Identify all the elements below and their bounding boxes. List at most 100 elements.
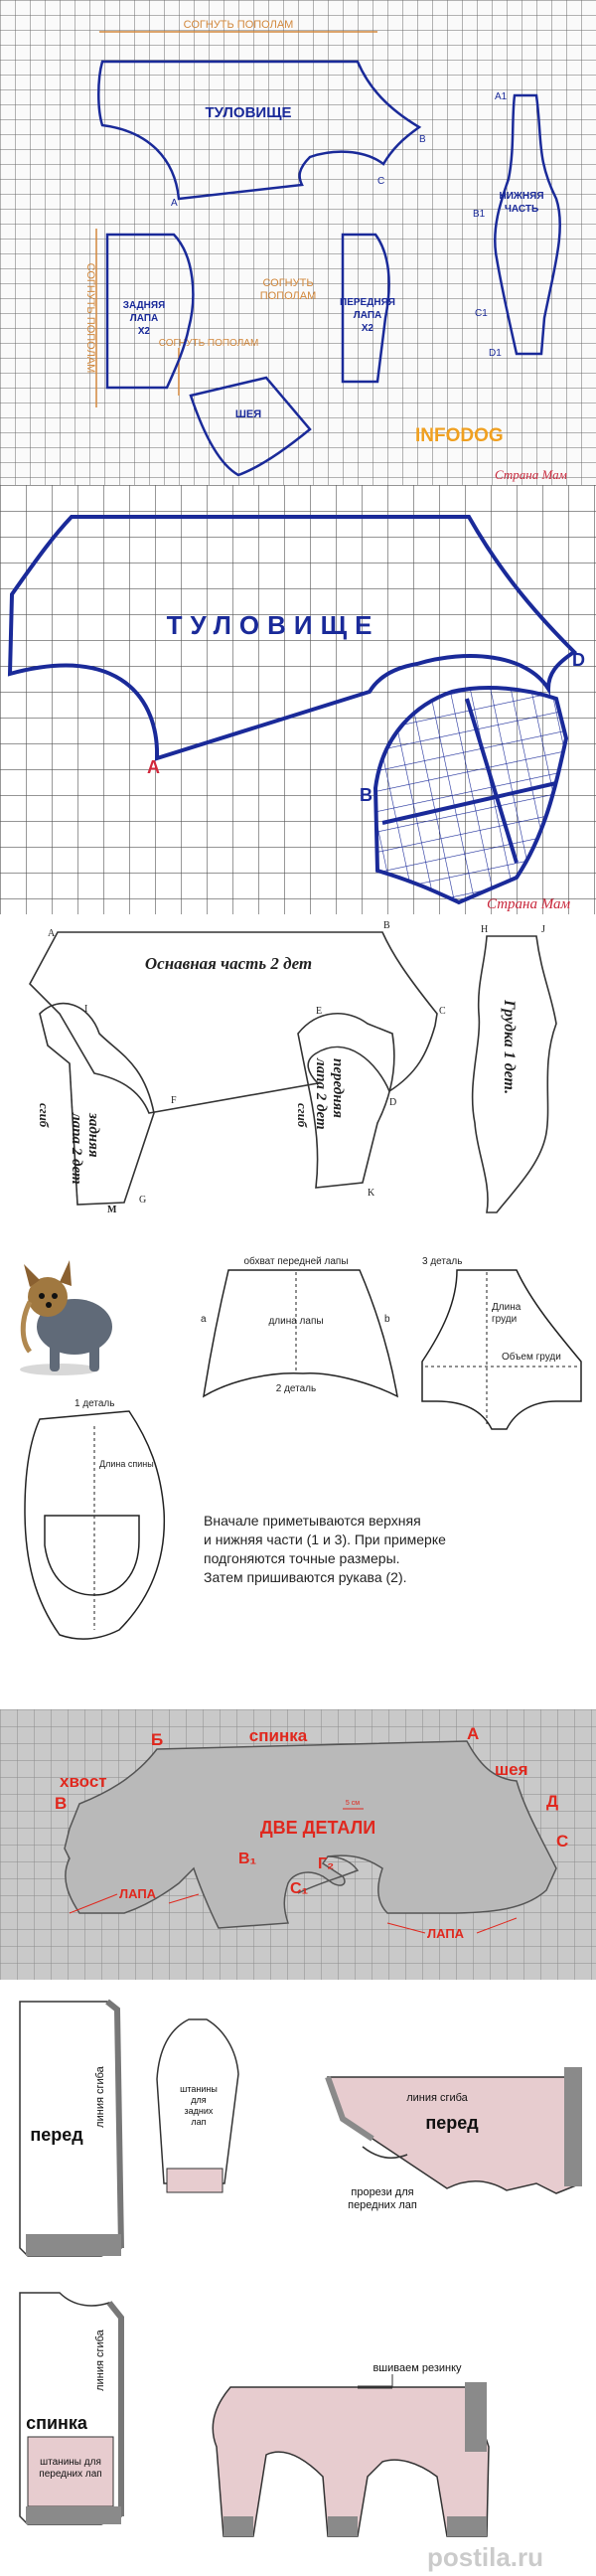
p5-point-v1: В₁ [238, 1851, 257, 1867]
neck-label: ШЕЯ [235, 408, 261, 420]
front-piece-2-neck-trim [325, 2075, 374, 2142]
neck-pattern [189, 376, 312, 477]
fold-line-label-2: линия сгиба [406, 2092, 468, 2104]
hand-drawn-svg: Оснавная часть 2 дет задняялапа 2 дет сг… [0, 914, 596, 1242]
instructions-svg: обхват передней лапы длина лапы 2 деталь… [0, 1242, 596, 1709]
panel-hand-drawn: Оснавная часть 2 дет задняялапа 2 дет сг… [0, 914, 596, 1242]
front-leg-pattern [341, 233, 390, 384]
p5-point-g2: Г₂ [318, 1855, 334, 1872]
torso-enlarged-svg: ТУЛОВИЩЕ A B D Страна Мам [0, 485, 596, 914]
chest-part-hand [471, 935, 557, 1213]
front-leg-hand [297, 1013, 395, 1189]
sleeve-part2 [203, 1269, 398, 1398]
point-c1: C1 [475, 308, 488, 319]
p3-point-b: B [383, 920, 390, 931]
rear-leg-hand [39, 1002, 155, 1206]
p5-point-d: Д [546, 1792, 558, 1811]
point-a1: A1 [495, 91, 508, 102]
panel-instructions: обхват передней лапы длина лапы 2 деталь… [0, 1242, 596, 1709]
p5-point-s: С [556, 1832, 568, 1851]
sleeve-length-label: длина лапы [268, 1316, 323, 1327]
p3-point-k: K [368, 1188, 375, 1199]
torso-enlarged-outline [7, 515, 578, 761]
front-leg-hand-label: передняялапа 2 дет [313, 1057, 346, 1130]
p5-point-v: В [55, 1794, 67, 1813]
paw-pointer-1b [168, 1893, 200, 1904]
back-piece-cuff [26, 2506, 121, 2524]
rear-legs-cuff [166, 2168, 224, 2193]
jumpsuit-piece [212, 2386, 490, 2537]
elastic-label: вшиваем резинку [372, 2362, 462, 2374]
fold-label-left: СОГНУТЬ ПОПОЛАМ [84, 263, 96, 374]
part1-label: 1 деталь [74, 1398, 114, 1409]
front-piece-2-edge [564, 2067, 582, 2186]
point-a-enlarged: A [147, 757, 160, 777]
sleeve-side-a: a [201, 1314, 207, 1325]
sleeve-side-b: b [384, 1314, 390, 1325]
jumpsuit-cuff-3 [447, 2516, 487, 2536]
front-piece-label: перед [30, 2125, 83, 2145]
point-b: B [419, 134, 426, 145]
p3-point-c: C [439, 1006, 446, 1017]
jumpsuit-cuff-2 [328, 2516, 358, 2536]
chest-part3 [421, 1269, 582, 1430]
p3-point-a: A [48, 928, 56, 939]
point-d1: D1 [489, 348, 502, 359]
point-c: C [377, 176, 384, 187]
point-b1: B1 [473, 209, 486, 220]
sleeve-center-line [465, 698, 519, 864]
p5-point-b: Б [151, 1730, 163, 1749]
back-piece-label: спинка [26, 2413, 88, 2433]
neck-label-red: шея [495, 1760, 528, 1779]
p3-point-h: H [481, 924, 488, 935]
watermark-strana-mam: Страна Мам [495, 467, 567, 482]
infodog-logo: INFODOG [415, 425, 504, 446]
paw-pointer-1 [69, 1893, 118, 1914]
fold-line-label-1: линия сгиба [94, 2065, 106, 2127]
back-length-label: Длина спины [99, 1459, 154, 1469]
main-part-label: Оснавная часть 2 дет [145, 954, 312, 973]
watermark-postila: postila.ru [427, 2542, 543, 2572]
chest-girth-label: Объем груди [502, 1351, 561, 1363]
fold-label-top: СОГНУТЬ ПОПОЛАМ [184, 19, 294, 31]
paw-pointer-2b [476, 1917, 518, 1934]
panel-two-parts: спинка хвост шея ДВЕ ДЕТАЛИ ЛАПА ЛАПА 5 … [0, 1709, 596, 1980]
back-piece-front-legs-insert [27, 2436, 114, 2507]
paw-label-2: ЛАПА [427, 1926, 465, 1941]
watermark-strana-mam-2: Страна Мам [487, 896, 571, 912]
p3-point-m: M [107, 1205, 117, 1215]
torso-enlarged-label: ТУЛОВИЩЕ [167, 610, 380, 640]
p3-point-f: F [171, 1095, 177, 1106]
jumpsuit-cuff-1 [224, 2516, 253, 2536]
leg-cutout-curve [297, 1855, 360, 1894]
chest-part-label: Грудка 1 дет. [501, 999, 518, 1094]
sleeve-top-label: обхват передней лапы [243, 1255, 348, 1267]
dog-photo [10, 1254, 159, 1388]
part3-label: 3 деталь [422, 1256, 462, 1267]
front-leg-fold-label: сгиб [295, 1103, 310, 1128]
p3-point-i: I [84, 1004, 87, 1015]
back-label: спинка [249, 1726, 308, 1745]
two-parts-label: ДВЕ ДЕТАЛИ [260, 1818, 375, 1838]
paw-pointer-2 [386, 1922, 426, 1934]
rear-leg-hand-label: задняялапа 2 дет [69, 1112, 101, 1185]
point-a: A [171, 198, 178, 209]
p5-point-s1: С₁ [290, 1880, 309, 1897]
instructions-text: Вначале приметываются верхняя и нижняя ч… [204, 1513, 450, 1585]
p3-point-d: D [389, 1097, 396, 1108]
tail-label: хвост [60, 1772, 107, 1791]
front-piece-cuff [26, 2234, 121, 2256]
two-parts-svg: спинка хвост шея ДВЕ ДЕТАЛИ ЛАПА ЛАПА 5 … [0, 1709, 596, 1980]
leg-slit-mark [362, 2146, 408, 2160]
sleeve-cross-line [381, 781, 557, 825]
